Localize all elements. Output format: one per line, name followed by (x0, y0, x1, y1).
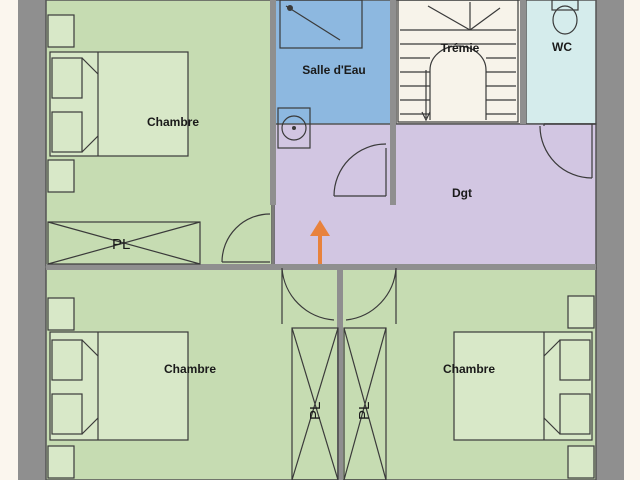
bed-bottom-right (453, 331, 593, 441)
label-wc: WC (552, 40, 572, 54)
label-salle-d-eau: Salle d'Eau (302, 63, 366, 77)
label-chambre-bottom-right: Chambre (443, 362, 495, 376)
outer-wall-right (596, 0, 624, 480)
door-wc (539, 123, 596, 179)
door-hallway-right (345, 267, 397, 324)
label-tremie: Trémie (441, 41, 480, 55)
room-degagement (273, 123, 597, 269)
nightstand-bottom-right-2 (567, 445, 595, 479)
bed-top-left (49, 51, 189, 157)
up-arrow-icon (310, 220, 330, 264)
wall-horizontal-mid (46, 264, 596, 270)
stair-icon (397, 0, 519, 123)
label-chambre-top-left: Chambre (147, 115, 199, 129)
wall-wc-left (520, 0, 526, 124)
room-wc (525, 0, 597, 125)
closet-label-middle-right: PL (356, 402, 373, 420)
label-chambre-bottom-left: Chambre (164, 362, 216, 376)
label-dgt: Dgt (452, 186, 472, 200)
closet-label-top-left: PL (112, 236, 130, 253)
toilet-icon (551, 0, 579, 35)
wall-vertical-mid (337, 268, 343, 480)
wall-bath-right (390, 0, 396, 205)
closet-middle-right (343, 327, 387, 480)
nightstand-top-left-1 (47, 14, 75, 48)
closet-middle-left (291, 327, 339, 480)
closet-top-left (47, 221, 201, 265)
nightstand-top-left-2 (47, 159, 75, 193)
shower-icon (279, 0, 363, 49)
nightstand-bottom-right-1 (567, 295, 595, 329)
sink-icon (277, 107, 311, 149)
bed-bottom-left (49, 331, 189, 441)
nightstand-bottom-left-1 (47, 297, 75, 331)
door-top-left (221, 213, 271, 263)
outer-wall-left (18, 0, 46, 480)
closet-label-middle-left: PL (307, 402, 324, 420)
room-tremie (395, 0, 523, 125)
door-hallway-left (281, 267, 335, 324)
nightstand-bottom-left-2 (47, 445, 75, 479)
door-bathroom (333, 143, 387, 197)
wall-bath-left (270, 0, 276, 205)
